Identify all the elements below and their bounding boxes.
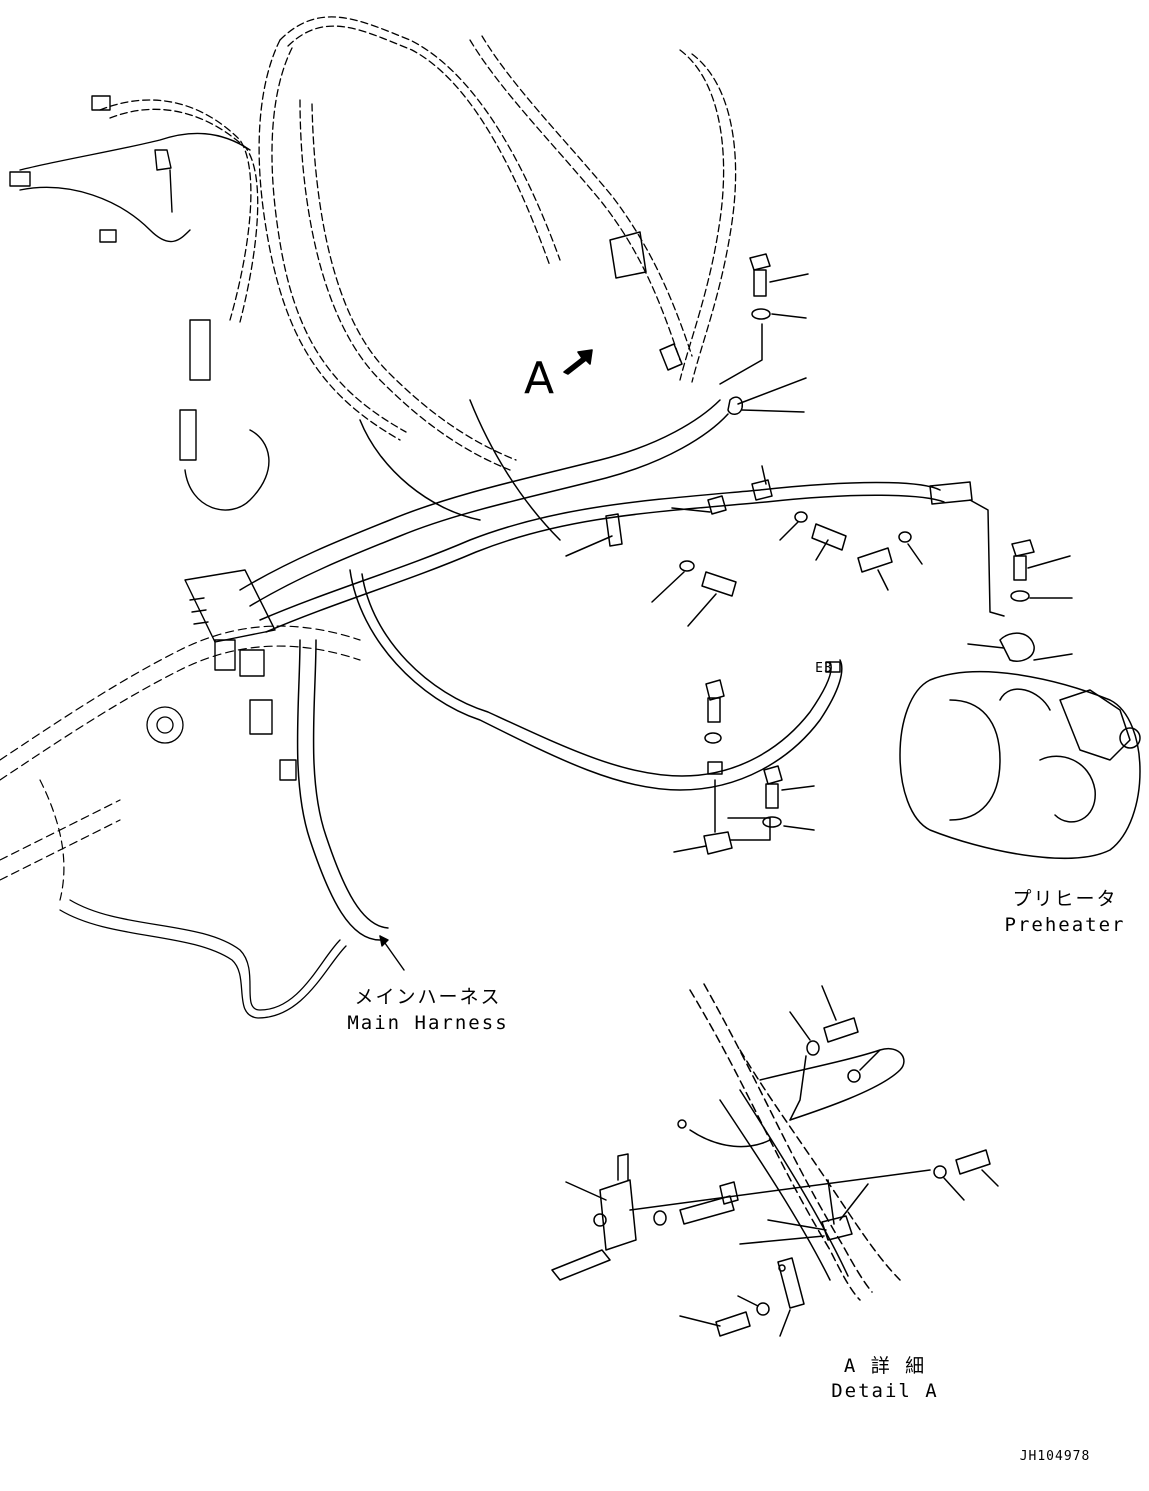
connector-tag-e3: E3 (815, 661, 833, 676)
cab-frame (0, 625, 361, 901)
cab-frame-solid (59, 706, 347, 1019)
detail-a-drawing (551, 983, 999, 1337)
preheater-label-jp: プリヒータ (1012, 888, 1118, 910)
detail-a-label-jp: A 詳 細 (843, 1355, 927, 1377)
preheater-assembly (899, 539, 1141, 860)
main-harness-label-jp: メインハーネス (354, 986, 502, 1008)
left-connector-cluster (9, 95, 270, 511)
preheater-label-en: Preheater (1004, 914, 1126, 936)
main-trunk (239, 399, 945, 941)
view-arrow-a (563, 349, 593, 375)
upper-harness-loops (99, 16, 737, 471)
view-marker-a: A (524, 353, 555, 404)
fuse-box (184, 569, 297, 781)
drawing-code: JH104978 (1019, 1449, 1091, 1464)
main-harness-label-en: Main Harness (347, 1012, 509, 1034)
detail-a-label-en: Detail A (831, 1380, 939, 1402)
exploded-parts-upper (565, 231, 1005, 627)
exploded-parts-lower (673, 661, 841, 855)
leader-lines (379, 935, 405, 971)
